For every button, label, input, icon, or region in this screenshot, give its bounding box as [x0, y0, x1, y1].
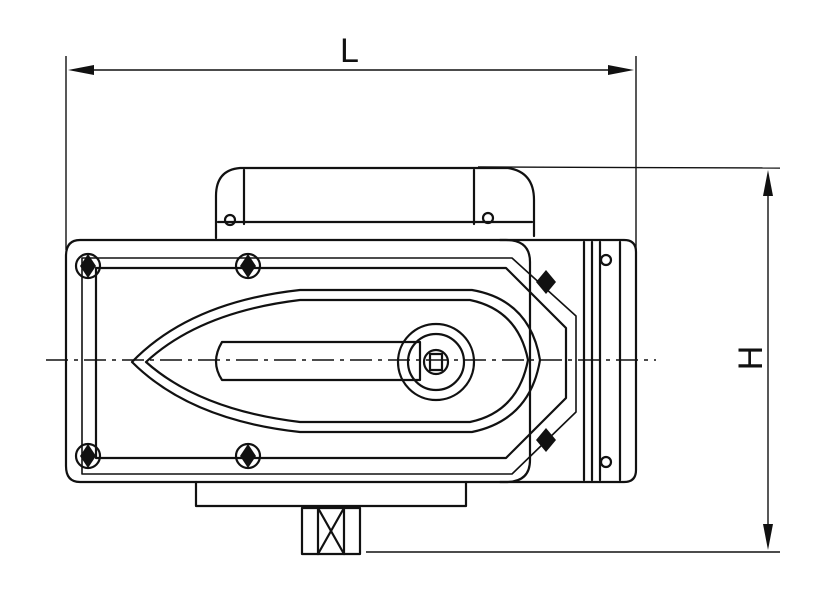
bottom-flange: [194, 480, 468, 508]
height-dimension: H: [366, 166, 781, 553]
length-label: L: [340, 32, 359, 70]
bolt-top-mid: [234, 252, 262, 280]
bolt-right-bottom: [536, 428, 556, 452]
bolt-right-top: [536, 270, 556, 294]
height-label: H: [732, 346, 770, 371]
bolt-bottom-mid: [234, 442, 262, 470]
side-block: [498, 238, 638, 484]
height-extension-top: [477, 166, 781, 169]
top-cover: [214, 166, 536, 240]
cover-rim-outer: [130, 288, 542, 434]
length-dimension: L: [65, 32, 637, 250]
housing-outline: [64, 238, 532, 484]
bolt-bottom-left: [74, 442, 102, 470]
housing-bolts: [74, 252, 556, 470]
bolt-top-left: [74, 252, 102, 280]
indicator-knob: [396, 322, 476, 402]
housing-inner-frame: [94, 266, 568, 460]
height-arrow-top: [763, 170, 773, 196]
height-arrow-bottom: [763, 524, 773, 550]
length-arrow-right: [608, 65, 634, 75]
length-arrow-left: [68, 65, 94, 75]
main-housing: [64, 238, 577, 484]
indicator-slot: [214, 340, 422, 382]
housing-face-plate: [81, 257, 577, 475]
cover-rim-inner: [144, 298, 530, 424]
output-shaft: [300, 506, 362, 556]
